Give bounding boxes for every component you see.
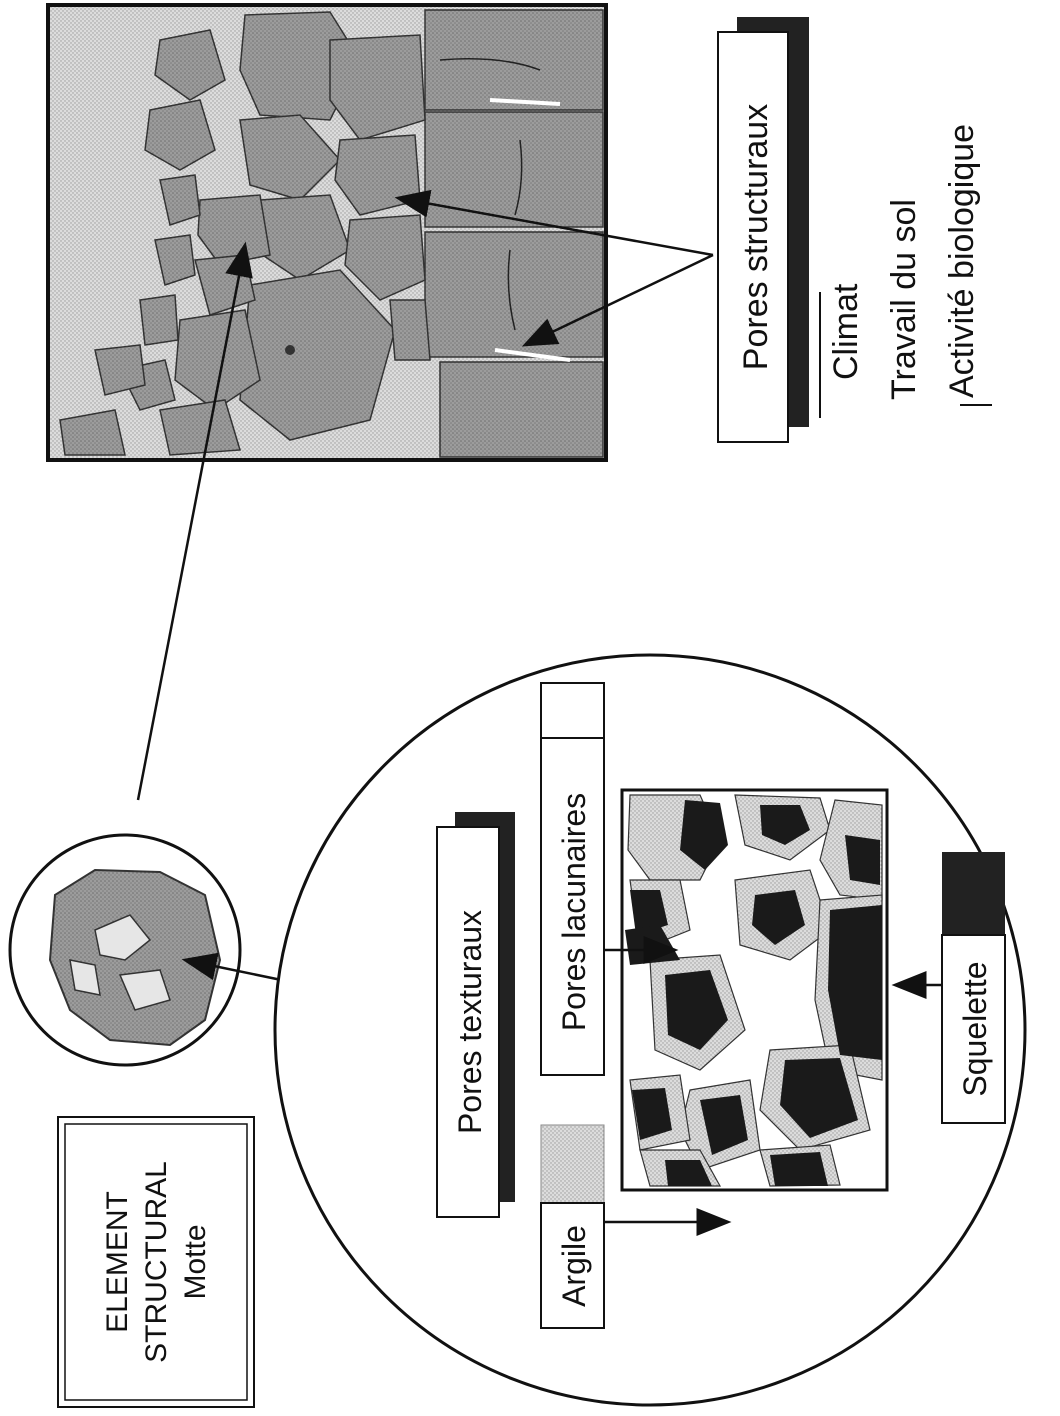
structuraux-factors: Climat Travail du sol Activité biologiqu… xyxy=(820,124,992,418)
factor-travail-du-sol: Travail du sol xyxy=(885,199,923,400)
clod-circle xyxy=(10,835,320,1065)
soil-profile-panel xyxy=(48,5,606,460)
pores-structuraux-label: Pores structuraux xyxy=(718,17,809,442)
element-label-line2: STRUCTURAL xyxy=(140,1161,173,1363)
pores-texturaux-label: Pores texturaux xyxy=(437,812,515,1217)
microstructure-circle: Pores texturaux Pores lacunaires Argile … xyxy=(275,655,1025,1405)
element-label-line1: ELEMENT xyxy=(101,1191,134,1333)
micro-panel xyxy=(622,790,887,1190)
pores-texturaux-text: Pores texturaux xyxy=(452,910,488,1134)
factor-activite-biologique: Activité biologique xyxy=(943,124,981,398)
element-structural-label: ELEMENT STRUCTURAL Motte xyxy=(58,1117,254,1407)
factor-climat: Climat xyxy=(827,283,865,380)
squelette-text: Squelette xyxy=(957,961,993,1096)
argile-text: Argile xyxy=(556,1225,592,1307)
element-label-line3: Motte xyxy=(179,1224,212,1299)
soil-blocks xyxy=(425,10,603,457)
pores-structuraux-text: Pores structuraux xyxy=(737,104,775,370)
pores-lacunaires-text: Pores lacunaires xyxy=(556,793,592,1031)
